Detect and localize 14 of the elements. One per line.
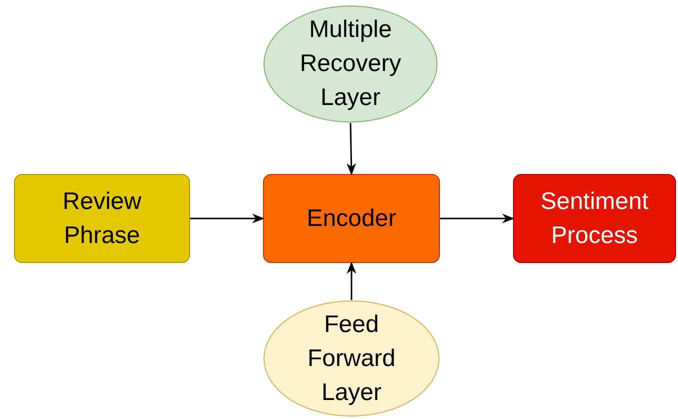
layer-ellipse bbox=[263, 5, 438, 123]
arrow bbox=[346, 122, 356, 176]
layer-ellipse bbox=[263, 300, 440, 417]
arrow bbox=[346, 262, 356, 300]
output-box bbox=[513, 174, 676, 263]
node-label: Review Phrase bbox=[62, 186, 142, 250]
input-box bbox=[14, 174, 190, 263]
arrow bbox=[190, 214, 264, 224]
node-label: Encoder bbox=[306, 204, 396, 234]
node-label: Multiple Recovery Layer bbox=[298, 15, 402, 113]
node-label: Sentiment Process bbox=[539, 186, 650, 250]
arrow bbox=[440, 214, 514, 224]
node-label: Feed Forward Layer bbox=[306, 310, 397, 408]
encoder-box bbox=[263, 174, 440, 263]
